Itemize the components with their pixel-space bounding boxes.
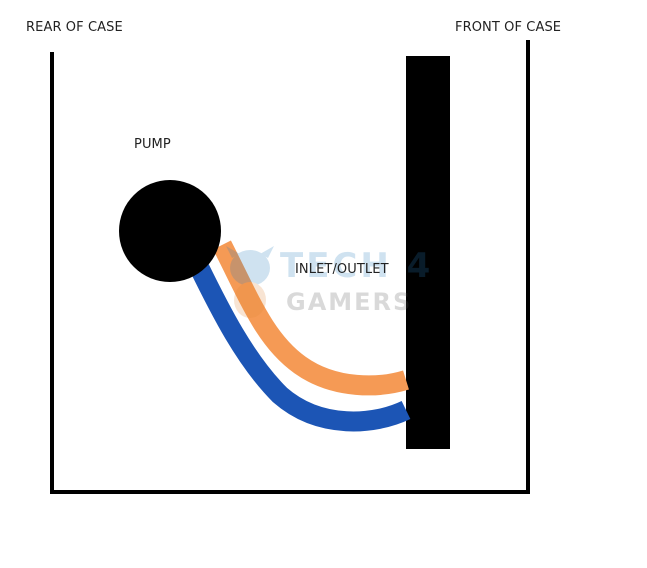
radiator (406, 56, 450, 449)
case-outline (50, 40, 530, 494)
label-inlet-outlet: INLET/OUTLET (295, 262, 389, 277)
watermark-line2: GAMERS (286, 288, 413, 316)
watermark-mascot-icon (226, 246, 274, 318)
watermark-line1: TECH 4 (280, 246, 434, 286)
pump (119, 180, 221, 282)
label-pump: PUMP (134, 137, 171, 152)
label-front-of-case: FRONT OF CASE (455, 20, 562, 35)
watermark: TECH 4 GAMERS (222, 244, 437, 324)
label-rear-of-case: REAR OF CASE (26, 20, 123, 35)
tube-upper (213, 240, 409, 396)
tube-lower (189, 260, 411, 432)
